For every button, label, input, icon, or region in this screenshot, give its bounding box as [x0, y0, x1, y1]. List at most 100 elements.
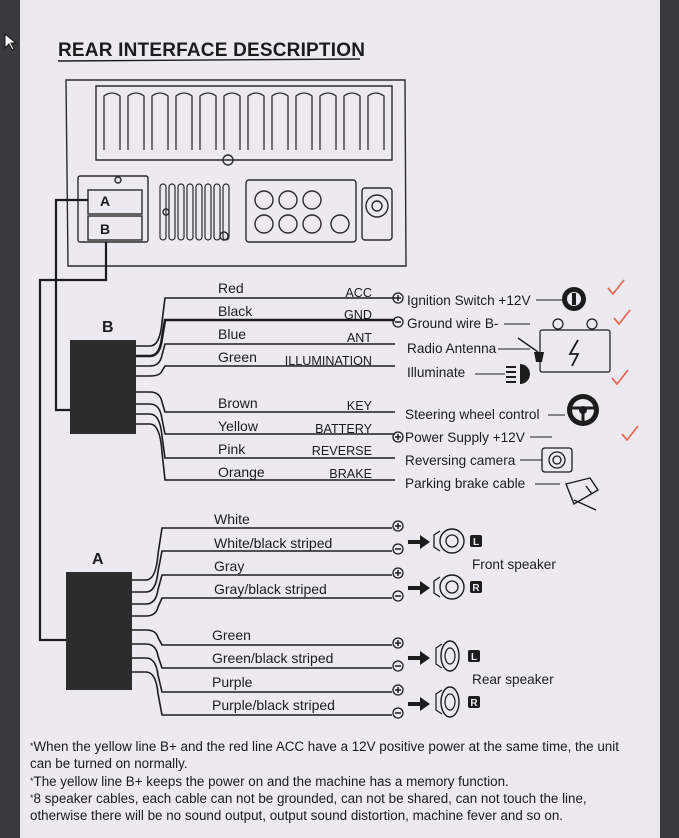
harness-b-wire — [136, 403, 395, 435]
channel-badge — [468, 696, 480, 708]
device-leaders — [475, 299, 565, 485]
heatsink-fins — [103, 92, 385, 150]
harness-b-label: B — [102, 319, 114, 336]
wire-color-blue: Blue — [218, 326, 246, 342]
speaker-icon — [433, 528, 465, 554]
rca-jack — [278, 190, 298, 210]
wire-color-white: White — [214, 511, 250, 527]
wire-function-ant: ANT — [347, 331, 372, 345]
channel-label: R — [472, 583, 480, 594]
plus-sign-icon — [392, 431, 404, 443]
antenna-icon — [517, 337, 544, 362]
plus-sign-icon — [392, 684, 404, 696]
harness-a-label: A — [92, 551, 104, 568]
wire-function-brake: BRAKE — [329, 467, 372, 481]
arrow-icon — [408, 651, 430, 665]
wire-function-reverse: REVERSE — [312, 444, 372, 458]
battery-icon — [539, 318, 611, 373]
device-ground-wire: Ground wire B- — [407, 316, 498, 331]
rca-jacks — [254, 190, 350, 234]
minus-sign-icon — [392, 660, 404, 672]
minus-sign-icon — [392, 707, 404, 719]
wire-function-gnd: GND — [344, 308, 372, 322]
channel-label: L — [473, 537, 479, 548]
note-1: *When the yellow line B+ and the red lin… — [30, 739, 619, 771]
rca-output-block — [245, 179, 357, 243]
wire-color-pink: Pink — [218, 441, 246, 457]
harness-a-wire — [132, 643, 392, 669]
harness-b-wire — [136, 413, 395, 459]
mouse-cursor-icon — [4, 32, 18, 51]
port-slot — [159, 183, 167, 241]
port-slot — [177, 183, 185, 241]
cable-to-b — [54, 198, 88, 412]
steering-wheel-icon — [567, 394, 599, 426]
port-slot — [186, 183, 194, 241]
minus-sign-icon — [392, 543, 404, 555]
harness-b-wires — [136, 297, 395, 481]
wire-color-gray-black: Gray/black striped — [214, 581, 327, 597]
channel-badge — [468, 650, 480, 662]
wire-color-purple: Purple — [212, 674, 253, 690]
arrow-icon — [408, 581, 430, 595]
harness-b-labels: Red Black Blue Green Brown Yellow Pink O… — [218, 280, 540, 491]
port-slot — [213, 183, 221, 241]
parking-brake-icon — [565, 477, 599, 511]
channel-label: L — [471, 652, 477, 663]
heatsink-fin — [271, 92, 289, 150]
device-radio-antenna: Radio Antenna — [407, 341, 497, 356]
check-mark-icon — [611, 369, 629, 386]
wire-function-illumination: ILLUMINATION — [285, 354, 372, 368]
wire-color-red: Red — [218, 280, 244, 296]
speaker-icon — [435, 686, 460, 718]
harness-b-wire — [136, 423, 395, 481]
device-illuminate: Illuminate — [407, 365, 465, 380]
page-title: REAR INTERFACE DESCRIPTION — [58, 40, 365, 61]
port-slots — [159, 183, 230, 241]
speakers: L R L R — [408, 528, 482, 718]
device-power-supply: Power Supply +12V — [405, 430, 525, 445]
plus-sign-icon — [392, 292, 404, 304]
headlight-icon — [506, 364, 530, 384]
device-parking-brake-cable: Parking brake cable — [405, 476, 525, 491]
device-reversing-camera: Reversing camera — [405, 453, 516, 468]
harness-a-wire — [132, 629, 392, 646]
front-speaker-label: Front speaker — [472, 557, 556, 572]
heatsink-fin — [103, 92, 121, 150]
heatsink-fin — [199, 92, 217, 150]
rca-jack — [254, 214, 274, 234]
heatsink-fin — [367, 92, 385, 150]
heatsink-fin — [127, 92, 145, 150]
harness-a-wire — [132, 671, 392, 716]
device-steering-wheel-control: Steering wheel control — [405, 407, 540, 422]
arrow-icon — [408, 697, 430, 711]
wire-color-purple-black: Purple/black striped — [212, 697, 335, 713]
channel-badge — [470, 535, 482, 547]
harness-a-wire — [132, 657, 392, 693]
speaker-icon — [435, 640, 460, 672]
arrow-icon — [408, 535, 430, 549]
port-slot — [204, 183, 212, 241]
heatsink-fin — [175, 92, 193, 150]
channel-label: R — [470, 698, 478, 709]
note-2: *The yellow line B+ keeps the power on a… — [30, 774, 509, 789]
polarity-signs — [392, 292, 404, 719]
heatsink-fin — [295, 92, 313, 150]
harness-a-labels: White White/black striped Gray Gray/blac… — [212, 511, 556, 713]
connector-b-label: B — [100, 221, 110, 237]
harness-a-wire — [132, 574, 392, 605]
wire-function-acc: ACC — [345, 286, 372, 300]
device-ignition-switch: Ignition Switch +12V — [407, 293, 531, 308]
check-mark-icon — [613, 309, 631, 326]
wire-function-battery: BATTERY — [315, 422, 373, 436]
wire-function-key: KEY — [347, 399, 373, 413]
harness-b-wire — [136, 297, 395, 347]
camera-icon — [541, 447, 573, 473]
harness-a-wire — [132, 550, 392, 593]
port-slot — [195, 183, 203, 241]
rear-speaker-label: Rear speaker — [472, 672, 554, 687]
check-mark-icon — [607, 279, 625, 296]
plus-sign-icon — [392, 567, 404, 579]
note-3: *8 speaker cables, each cable can not be… — [30, 791, 587, 823]
wire-color-gray: Gray — [214, 558, 244, 574]
